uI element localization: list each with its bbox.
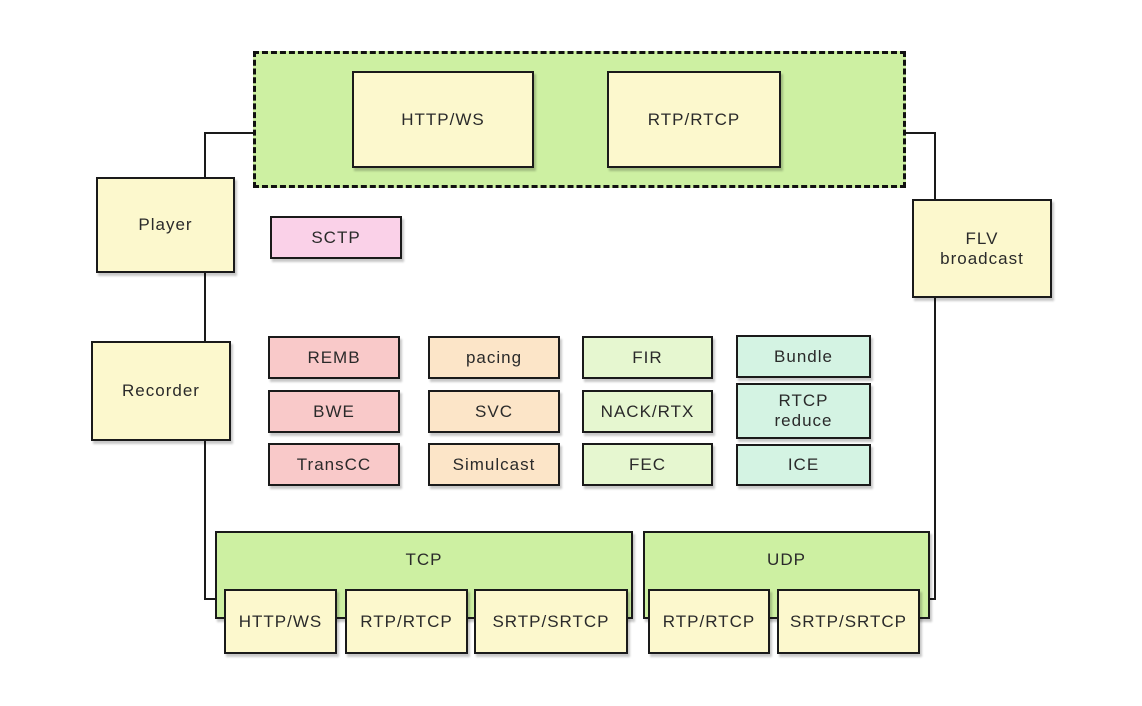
fec-box: FEC bbox=[582, 443, 713, 486]
signaling-container bbox=[253, 51, 906, 188]
flv-broadcast-box: FLV broadcast bbox=[912, 199, 1052, 298]
sctp-box: SCTP bbox=[270, 216, 402, 259]
ice-box: ICE bbox=[736, 444, 871, 486]
nack-rtx-box: NACK/RTX bbox=[582, 390, 713, 433]
bwe-box: BWE bbox=[268, 390, 400, 433]
signaling-rtprtcp-box: RTP/RTCP bbox=[607, 71, 781, 168]
udp-label: UDP bbox=[767, 550, 806, 569]
connector-right-vertical bbox=[934, 132, 936, 600]
rtcp-reduce-box: RTCP reduce bbox=[736, 383, 871, 439]
connector-left-top bbox=[204, 132, 255, 134]
svc-box: SVC bbox=[428, 390, 560, 433]
fir-box: FIR bbox=[582, 336, 713, 379]
pacing-box: pacing bbox=[428, 336, 560, 379]
simulcast-box: Simulcast bbox=[428, 443, 560, 486]
udp-rtprtcp-box: RTP/RTCP bbox=[648, 589, 770, 654]
tcp-rtprtcp-box: RTP/RTCP bbox=[345, 589, 468, 654]
tcp-srtpsrtcp-box: SRTP/SRTCP bbox=[474, 589, 628, 654]
udp-srtpsrtcp-box: SRTP/SRTCP bbox=[777, 589, 920, 654]
connector-right-top bbox=[903, 132, 936, 134]
connector-left-bottom bbox=[204, 598, 218, 600]
tcp-label: TCP bbox=[405, 550, 443, 569]
remb-box: REMB bbox=[268, 336, 400, 379]
recorder-box: Recorder bbox=[91, 341, 231, 441]
bundle-box: Bundle bbox=[736, 335, 871, 378]
tcp-httpws-box: HTTP/WS bbox=[224, 589, 337, 654]
connector-right-bottom bbox=[926, 598, 936, 600]
player-box: Player bbox=[96, 177, 235, 273]
signaling-httpws-box: HTTP/WS bbox=[352, 71, 534, 168]
transcc-box: TransCC bbox=[268, 443, 400, 486]
